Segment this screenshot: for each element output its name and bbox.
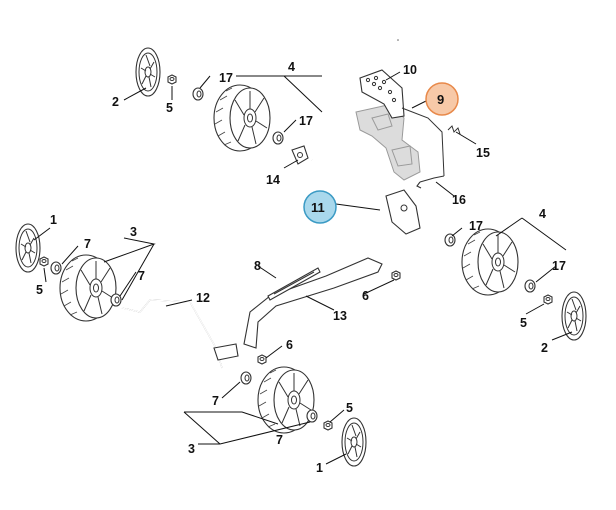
callout-label[interactable]: 17 — [219, 71, 233, 85]
washer — [110, 293, 122, 307]
callout-label[interactable]: 17 — [469, 219, 483, 233]
callout-label[interactable]: 6 — [286, 338, 293, 352]
hubcap-front-right — [341, 417, 367, 467]
callout-label[interactable]: 5 — [36, 283, 43, 297]
nut — [257, 354, 267, 365]
front-axle — [121, 299, 223, 369]
nut — [167, 74, 177, 85]
washer — [524, 279, 536, 293]
callout-label[interactable]: 7 — [212, 394, 219, 408]
axle-arm — [243, 257, 383, 349]
hubcap-front-left — [15, 223, 41, 273]
tension-strip — [267, 267, 321, 301]
nut — [543, 294, 553, 305]
wheel-rear-right — [461, 228, 519, 296]
nut — [391, 270, 401, 281]
callout-label[interactable]: 9 — [437, 92, 444, 107]
callout-label[interactable]: 1 — [50, 213, 57, 227]
adjuster-wire — [401, 107, 445, 177]
callout-label[interactable]: 7 — [84, 237, 91, 251]
callout-label[interactable]: 6 — [362, 289, 369, 303]
callout-label[interactable]: 11 — [311, 200, 325, 215]
callout-label[interactable]: 3 — [188, 442, 195, 456]
callout-label[interactable]: 10 — [403, 63, 417, 77]
frame-bracket — [355, 103, 421, 181]
callout-label[interactable]: 4 — [539, 207, 546, 221]
leader-lines — [33, 71, 573, 465]
washer — [444, 233, 456, 247]
callout-label[interactable]: 5 — [346, 401, 353, 415]
callout-label[interactable]: 13 — [333, 309, 347, 323]
callout-label[interactable]: 17 — [552, 259, 566, 273]
washer — [192, 87, 204, 101]
callout-label[interactable]: 7 — [276, 433, 283, 447]
nut — [323, 420, 333, 431]
stray-dot — [397, 39, 399, 41]
callout-label[interactable]: 16 — [452, 193, 466, 207]
callout-label[interactable]: 3 — [130, 225, 137, 239]
callout-label[interactable]: 1 — [316, 461, 323, 475]
hubcap-rear-right — [561, 291, 587, 341]
nut — [39, 256, 49, 267]
spring — [447, 125, 461, 135]
washer — [50, 261, 62, 275]
wheel-front-left — [59, 254, 117, 322]
washer — [240, 371, 252, 385]
callout-label[interactable]: 5 — [166, 101, 173, 115]
callout-label[interactable]: 8 — [254, 259, 261, 273]
height-adjuster-plate — [359, 69, 405, 119]
callout-label[interactable]: 2 — [112, 95, 119, 109]
callout-label[interactable]: 12 — [196, 291, 210, 305]
callout-badge-11[interactable] — [303, 190, 337, 224]
lever — [416, 175, 445, 189]
callout-label[interactable]: 14 — [266, 173, 280, 187]
callout-label[interactable]: 15 — [476, 146, 490, 160]
callout-label[interactable]: 5 — [520, 316, 527, 330]
callout-badge-9[interactable] — [425, 82, 459, 116]
axle-bracket — [291, 145, 309, 165]
washer — [272, 131, 284, 145]
rear-axle — [311, 159, 445, 237]
callout-label[interactable]: 4 — [288, 60, 295, 74]
callout-label[interactable]: 2 — [541, 341, 548, 355]
callout-label[interactable]: 17 — [299, 114, 313, 128]
callout-label[interactable]: 7 — [138, 269, 145, 283]
wheel-rear-left — [213, 84, 271, 152]
hubcap-rear-left — [135, 47, 161, 97]
washer — [306, 409, 318, 423]
